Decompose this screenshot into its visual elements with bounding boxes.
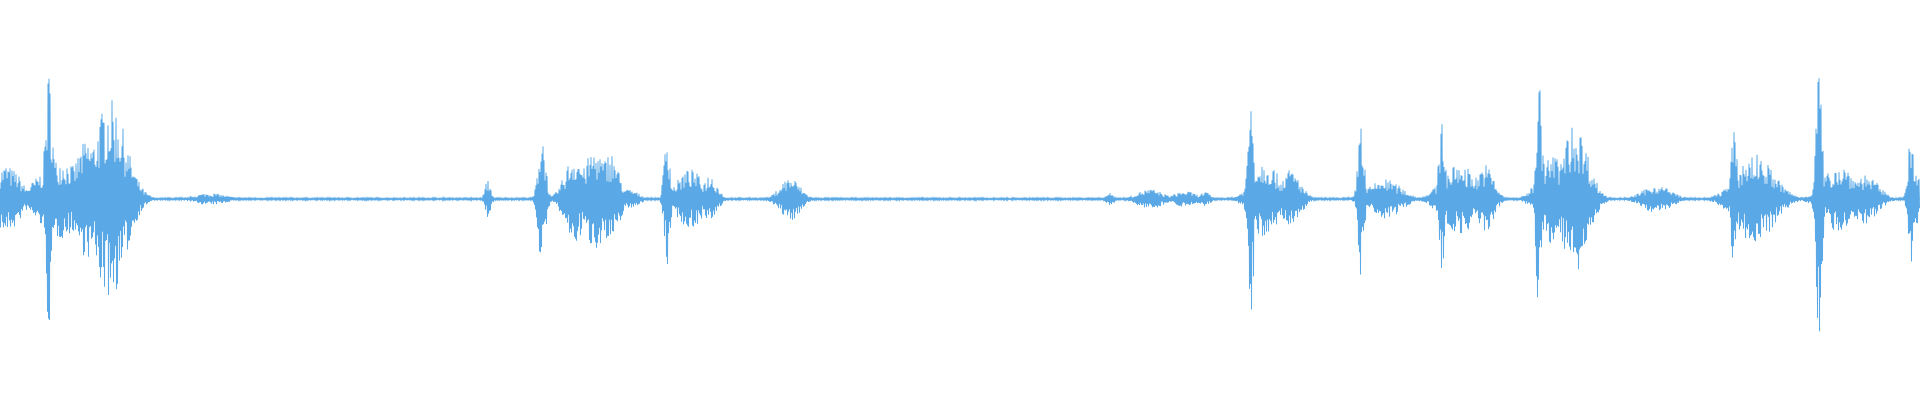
waveform-trace: [0, 78, 1920, 332]
